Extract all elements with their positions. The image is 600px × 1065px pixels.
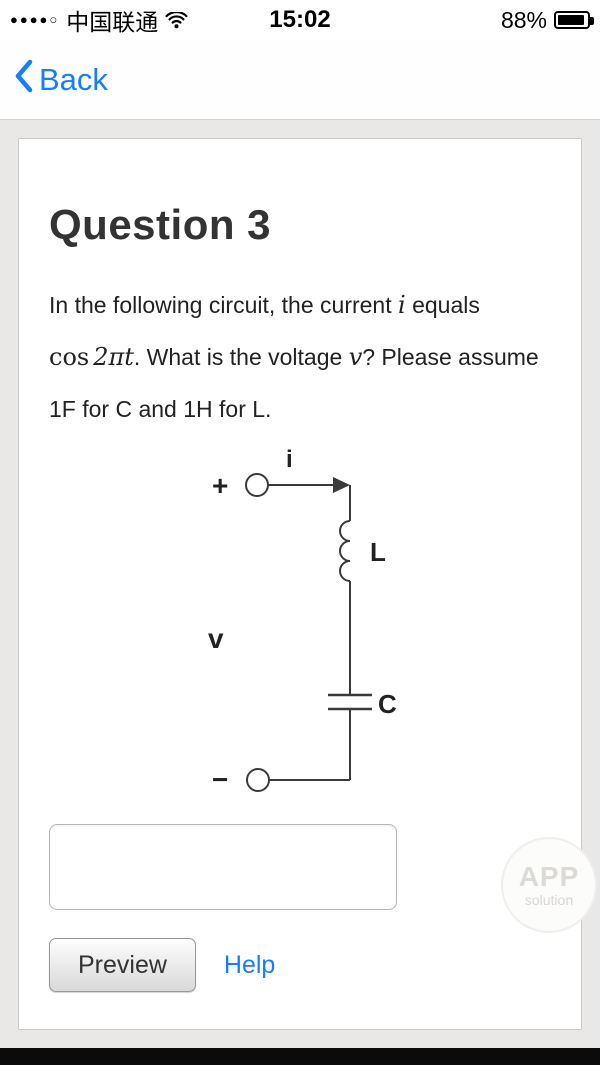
watermark-app-label: APP <box>518 861 580 892</box>
question-text-segment: equals <box>405 292 480 318</box>
math-arg-2pit: 2πt <box>93 343 134 371</box>
question-title: Question 3 <box>49 201 272 248</box>
plus-terminal-label: + <box>212 470 228 501</box>
math-cos: cos <box>49 343 90 371</box>
question-text: In the following circuit, the current i … <box>49 279 551 435</box>
minus-terminal-label: − <box>212 764 228 795</box>
preview-button[interactable]: Preview <box>49 938 196 992</box>
wifi-icon <box>165 8 188 35</box>
back-label: Back <box>39 61 108 97</box>
content-area: Question 3 In the following circuit, the… <box>0 120 600 1048</box>
math-var-v: v <box>348 343 363 371</box>
math-var-i: i <box>398 291 406 319</box>
status-bar: ●●●●○ 中国联通 15:02 88% <box>0 0 600 40</box>
answer-input[interactable] <box>49 824 397 910</box>
inductor-coil-icon <box>339 520 351 582</box>
question-text-segment: . What is the voltage <box>133 344 349 370</box>
nav-bar: Back <box>0 40 600 120</box>
capacitor-label: C <box>378 689 397 719</box>
clock: 15:02 <box>269 6 331 33</box>
top-terminal <box>245 473 269 497</box>
bottom-bar <box>0 1048 600 1065</box>
circuit-diagram: + i L C <box>200 443 400 808</box>
status-right: 88% <box>500 6 594 34</box>
current-arrow-icon <box>333 477 350 493</box>
bottom-terminal <box>246 768 270 792</box>
voltage-label: v <box>208 623 224 654</box>
actions-row: Preview Help <box>49 938 551 992</box>
question-text-segment: ? Please assume 1F for C and 1H for L. <box>49 344 539 422</box>
battery-percent: 88% <box>500 6 547 33</box>
back-chevron-icon <box>12 58 34 102</box>
help-link[interactable]: Help <box>223 950 276 979</box>
watermark-solution-label: solution <box>524 892 574 908</box>
question-text-segment: In the following circuit, the current <box>49 292 398 318</box>
watermark: APP solution <box>501 837 597 933</box>
current-label: i <box>286 446 293 473</box>
battery-icon <box>554 11 594 29</box>
inductor-label: L <box>370 537 386 567</box>
back-button[interactable]: Back <box>12 58 108 102</box>
status-left: ●●●●○ 中国联通 <box>10 3 188 37</box>
carrier-label: 中国联通 <box>66 9 159 35</box>
signal-strength-icon: ●●●●○ <box>10 11 60 27</box>
question-card: Question 3 In the following circuit, the… <box>18 138 597 1030</box>
